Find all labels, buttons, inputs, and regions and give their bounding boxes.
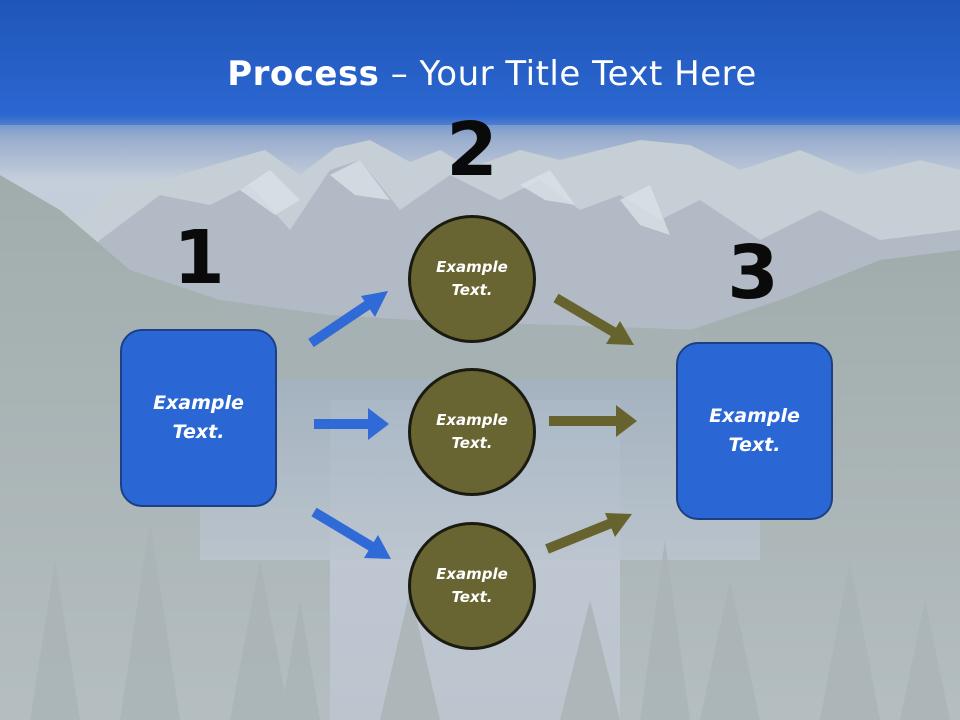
circle-middle[interactable]: Example Text. [408,368,536,496]
blue-arrow-down-icon [311,507,391,559]
circle-top[interactable]: Example Text. [408,215,536,343]
olive-arrow-down-icon [553,293,634,345]
step-number-3: 3 [727,230,779,316]
blue-arrow-up-icon [308,291,388,348]
slide-title: Process – Your Title Text Here [0,52,960,96]
step-number-1: 1 [173,215,225,301]
title-bold: Process [227,54,380,94]
left-box[interactable]: Example Text. [120,329,277,507]
title-rest: – Your Title Text Here [379,54,757,94]
left-box-label: Example Text. [153,392,244,443]
olive-arrow-right-icon [549,405,637,437]
circle-bottom-label: Example Text. [436,565,508,606]
circle-middle-label: Example Text. [436,411,508,452]
blue-arrow-right-icon [314,408,389,440]
circle-top-label: Example Text. [436,258,508,299]
olive-arrow-up-icon [545,513,632,554]
right-box-label: Example Text. [709,405,800,456]
circle-bottom[interactable]: Example Text. [408,522,536,650]
right-box[interactable]: Example Text. [676,342,833,520]
step-number-2: 2 [446,107,498,193]
